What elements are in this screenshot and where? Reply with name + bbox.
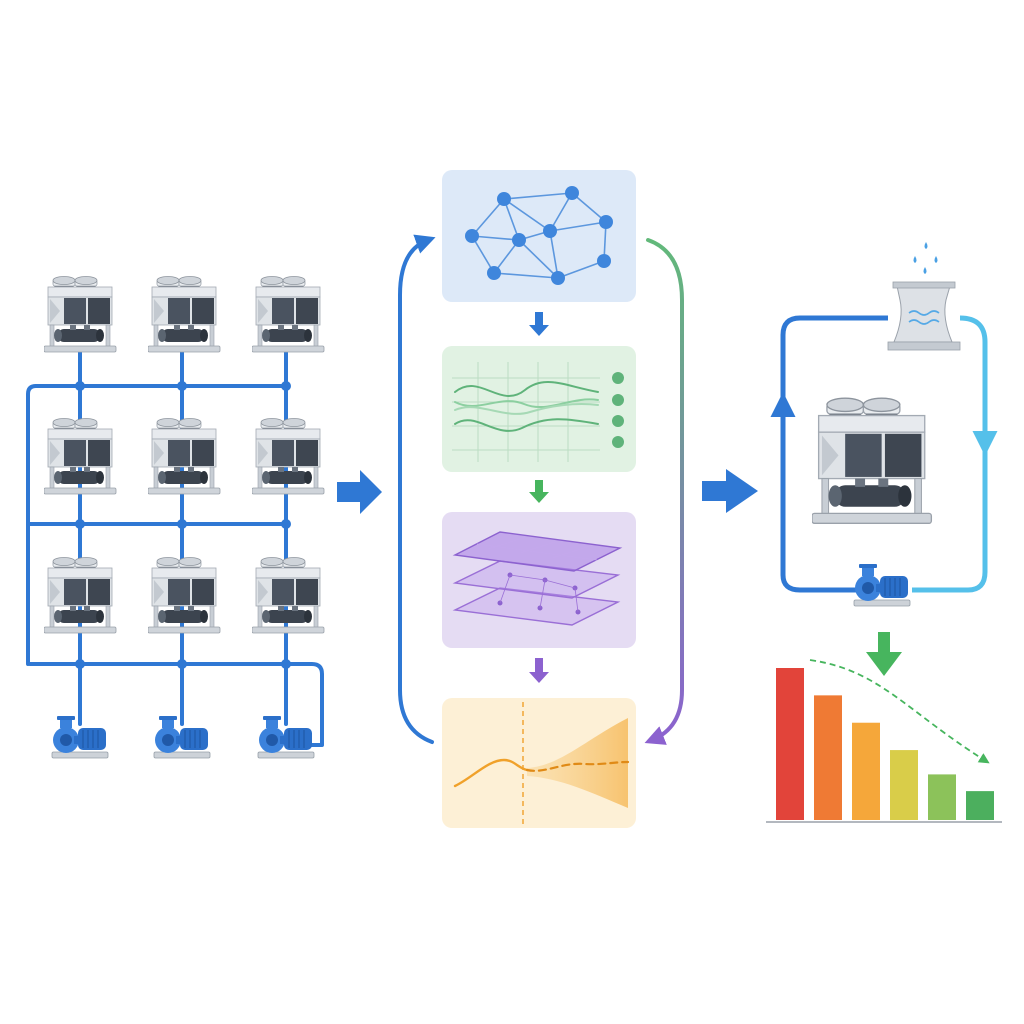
stage-stacked-layers	[442, 512, 636, 648]
chiller-icon	[44, 276, 117, 353]
pipe-junction	[281, 381, 291, 391]
plant-pipe-junctions	[75, 381, 291, 669]
chiller-plant	[26, 276, 325, 759]
pipe-junction	[75, 659, 85, 669]
time-series-icon	[454, 381, 599, 432]
model-pipeline	[398, 170, 684, 828]
energy-bar	[890, 750, 918, 820]
stage-arrow-1	[529, 312, 549, 336]
graph-node	[599, 215, 613, 229]
feedback-loop-left	[398, 234, 436, 744]
graph-node	[597, 254, 611, 268]
graph-node	[543, 224, 557, 238]
graph-node	[487, 266, 501, 280]
chiller-icon	[148, 276, 221, 353]
graph-node	[551, 271, 565, 285]
pipe-junction	[177, 519, 187, 529]
graph-node	[512, 233, 526, 247]
legend-dot	[612, 372, 624, 384]
stage-arrow-3	[529, 658, 549, 683]
chiller-grid	[44, 276, 325, 634]
stage-time-series	[442, 346, 636, 472]
plant-pipe-left-loop	[26, 384, 38, 666]
pipe-junction	[177, 659, 187, 669]
time-series-grid	[452, 362, 600, 462]
graph-node	[565, 186, 579, 200]
flow-arrow-model-to-loop	[702, 469, 758, 513]
plant-pipe-header-bottom	[28, 662, 324, 747]
legend-dot	[612, 436, 624, 448]
energy-bars	[776, 668, 994, 820]
forecast-curve-icon	[453, 702, 630, 826]
pipe-junction	[281, 519, 291, 529]
energy-bar	[814, 695, 842, 820]
graph-network-icon	[471, 192, 607, 279]
energy-bar	[776, 668, 804, 820]
chiller-icon	[148, 418, 221, 495]
feedback-loop-right	[644, 238, 684, 745]
loop-pipe-return	[912, 315, 988, 593]
cooling-tower-icon	[887, 242, 961, 351]
pipe-junction	[177, 381, 187, 391]
flow-arrow-loop-to-results	[866, 632, 902, 676]
stacked-layers-icon	[452, 531, 623, 626]
optimized-cooling-loop	[770, 242, 998, 607]
chiller-icon	[252, 418, 325, 495]
legend-dot	[612, 415, 624, 427]
flow-arrow-plant-to-model	[337, 470, 382, 514]
pipe-junction	[281, 659, 291, 669]
stage-arrow-2	[529, 480, 549, 503]
graph-node	[497, 192, 511, 206]
loop-pipe-supply	[780, 315, 888, 593]
water-droplets	[913, 242, 938, 274]
chiller-icon	[44, 557, 117, 634]
stage-forecast	[442, 698, 636, 828]
loop-chiller-icon	[812, 397, 933, 525]
trend-arrow	[809, 659, 990, 764]
pipe-junction	[75, 381, 85, 391]
stage-graph-network	[442, 170, 636, 302]
forecast-panel	[442, 698, 636, 828]
chiller-icon	[252, 276, 325, 353]
time-series-legend-dots	[612, 372, 624, 448]
energy-bar	[928, 774, 956, 820]
energy-bar	[852, 722, 880, 820]
graph-node	[465, 229, 479, 243]
plant-pipe-network	[26, 350, 324, 747]
energy-bar	[966, 791, 994, 820]
bar-chart-icon	[766, 659, 1002, 823]
graph-nodes	[465, 186, 613, 285]
chiller-icon	[44, 418, 117, 495]
chiller-icon	[148, 557, 221, 634]
legend-dot	[612, 394, 624, 406]
loop-pump-icon	[853, 563, 911, 607]
pipe-junction	[75, 519, 85, 529]
chiller-icon	[252, 557, 325, 634]
